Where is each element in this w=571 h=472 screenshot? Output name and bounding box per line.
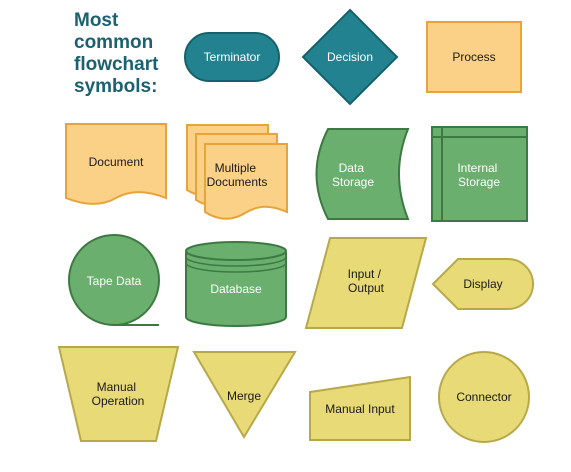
multiple-documents-label-line: Multiple [215, 161, 257, 175]
multiple-documents-label-line: Documents [207, 175, 268, 189]
display-symbol: Display [431, 258, 534, 310]
decision-symbol: Decision [301, 8, 399, 106]
tape-data-label: Tape Data [87, 274, 142, 288]
multiple-documents-label: Multiple Documents [207, 161, 268, 189]
process-shape [426, 21, 522, 93]
display-label-line: Display [463, 277, 502, 291]
data-storage-symbol: Data Storage [315, 128, 410, 220]
page-title: Most common flowchart symbols: [74, 10, 184, 98]
process-symbol: Process [426, 21, 522, 93]
multiple-documents-symbol: Multiple Documents [186, 124, 288, 220]
manual-operation-label: Manual Operation [92, 380, 145, 408]
database-symbol: Database [185, 241, 287, 327]
display-shape [431, 258, 534, 310]
internal-storage-label-line: Storage [458, 175, 500, 189]
internal-storage-label-line: Internal [457, 161, 497, 175]
merge-shape [192, 351, 297, 439]
display-label: Display [463, 277, 502, 291]
connector-shape [438, 351, 530, 443]
merge-label: Merge [227, 389, 261, 403]
process-label: Process [452, 50, 495, 64]
merge-label-line: Merge [227, 389, 261, 403]
document-symbol: Document [65, 123, 167, 205]
manual-input-label: Manual Input [325, 402, 395, 416]
database-ring [185, 262, 287, 273]
data-storage-label-line: Storage [332, 175, 374, 189]
connector-label: Connector [456, 390, 511, 404]
tape-data-label-line: Tape Data [87, 274, 142, 288]
connector-label-line: Connector [456, 390, 511, 404]
database-ring [185, 256, 287, 267]
data-storage-shape [315, 128, 410, 220]
input-output-label-line: Output [348, 281, 385, 295]
database-label: Database [210, 282, 262, 296]
manual-operation-label-line: Manual [97, 380, 136, 394]
decision-shape [301, 8, 399, 106]
data-storage-label-line: Data [339, 161, 365, 175]
database-top [185, 241, 287, 261]
manual-input-symbol: Manual Input [309, 375, 411, 441]
data-storage-label: Data Storage [332, 161, 374, 189]
title-line: common [74, 32, 154, 53]
title-line: symbols: [74, 76, 158, 97]
terminator-label: Terminator [204, 50, 261, 64]
decision-label-line: Decision [327, 50, 373, 64]
internal-storage-label: Internal Storage [457, 161, 500, 189]
terminator-shape [184, 32, 280, 82]
internal-storage-symbol: Internal Storage [431, 126, 528, 222]
process-label-line: Process [452, 50, 495, 64]
manual-input-label-line: Manual Input [325, 402, 395, 416]
connector-symbol: Connector [438, 351, 530, 443]
document-label: Document [89, 155, 144, 169]
document-shape [65, 123, 167, 205]
manual-operation-label-line: Operation [92, 394, 145, 408]
decision-label: Decision [327, 50, 373, 64]
input-output-symbol: Input / Output [304, 237, 428, 329]
document-label-line: Document [89, 155, 144, 169]
input-output-label: Input / Output [348, 267, 385, 295]
internal-storage-shape [431, 126, 528, 222]
database-label-line: Database [210, 282, 262, 296]
manual-operation-symbol: Manual Operation [57, 346, 180, 442]
title-line: Most [74, 10, 119, 31]
input-output-label-line: Input / [348, 267, 382, 281]
manual-input-shape [309, 375, 411, 441]
tape-data-symbol: Tape Data [68, 234, 160, 326]
terminator-symbol: Terminator [184, 32, 280, 82]
manual-operation-shape [57, 346, 180, 442]
input-output-shape [304, 237, 428, 329]
multiple-documents-front-sheet [204, 143, 288, 220]
terminator-label-line: Terminator [204, 50, 261, 64]
merge-symbol: Merge [192, 351, 297, 439]
title-line: flowchart [74, 54, 159, 75]
